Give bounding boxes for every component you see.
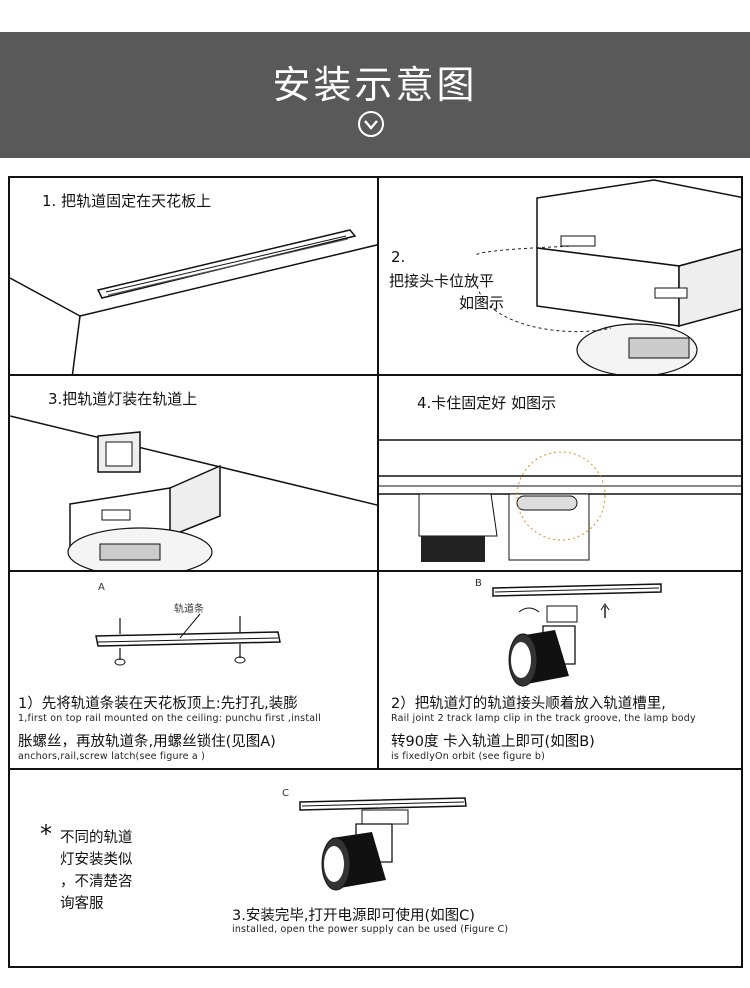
figure-b-zh-line-1: 2）把轨道灯的轨道接头顺着放入轨道槽里,: [391, 696, 666, 712]
figure-c-illustration: [299, 797, 467, 891]
note-line-3: ，不清楚咨: [60, 874, 133, 890]
figure-a-zh-line-1: 1）先将轨道条装在天花板顶上:先打孔,装膨: [18, 696, 298, 712]
step-2-illustration: [475, 179, 741, 374]
figure-b-zh-line-2: 转90度 卡入轨道上即可(如图B): [391, 734, 595, 750]
step-4-illustration: [379, 439, 741, 562]
figure-c-en: installed, open the power supply can be …: [232, 924, 509, 935]
step-2-panel: 2. 把接头卡位放平 如图示: [377, 176, 743, 376]
figure-b-en-line-1: Rail joint 2 track lamp clip in the trac…: [391, 713, 696, 724]
title-banner: 安装示意图: [0, 32, 750, 158]
figure-b-illustration: [492, 583, 662, 687]
chevron-down-circle-icon: [358, 111, 384, 137]
figure-b-label: B: [475, 578, 482, 589]
step-1-panel: 1. 把轨道固定在天花板上: [8, 176, 379, 376]
step-4-caption: 4.卡住固定好 如图示: [417, 394, 557, 412]
step-1-illustration: [10, 229, 377, 374]
figure-a-label: A: [98, 582, 105, 593]
figure-a-zh-line-2: 胀螺丝，再放轨道条,用螺丝锁住(见图A): [18, 734, 276, 750]
step-4-panel: 4.卡住固定好 如图示: [377, 374, 743, 572]
rail-label: 轨道条: [174, 604, 204, 615]
step-2-number: 2.: [391, 248, 406, 266]
page-title: 安装示意图: [272, 63, 478, 107]
step-3-caption: 3.把轨道灯装在轨道上: [48, 390, 198, 408]
figure-c-label: C: [282, 788, 289, 799]
figure-a-en-line-1: 1,first on top rail mounted on the ceili…: [18, 713, 321, 724]
asterisk-icon: *: [40, 820, 52, 848]
figure-c-panel: C * 不同的轨道 灯安装类似 ，不清楚咨 询客服 3.安装完毕,打开电源即可使…: [8, 768, 743, 968]
note-line-1: 不同的轨道: [60, 830, 133, 846]
figure-a-panel: A 轨道条 1）先将轨道条装在天花板顶上:先打孔,装膨 1,first on t…: [8, 570, 379, 770]
figure-b-panel: B 2）把轨道灯的轨道接头顺着放入轨道槽里, Rail joint 2 trac…: [377, 570, 743, 770]
step-2-line-2: 如图示: [459, 294, 505, 312]
figure-a-illustration: [95, 613, 281, 666]
step-1-caption: 1. 把轨道固定在天花板上: [42, 192, 212, 210]
figure-a-en-line-2: anchors,rail,screw latch(see figure a ): [18, 751, 206, 762]
figure-b-en-line-2: is fixedlyOn orbit (see figure b): [391, 751, 546, 762]
step-3-panel: 3.把轨道灯装在轨道上: [8, 374, 379, 572]
step-3-illustration: [10, 415, 377, 570]
figure-c-zh: 3.安装完毕,打开电源即可使用(如图C): [232, 908, 475, 924]
step-2-line-1: 把接头卡位放平: [389, 272, 495, 290]
note-line-4: 询客服: [60, 896, 104, 912]
note-line-2: 灯安装类似: [60, 852, 133, 868]
